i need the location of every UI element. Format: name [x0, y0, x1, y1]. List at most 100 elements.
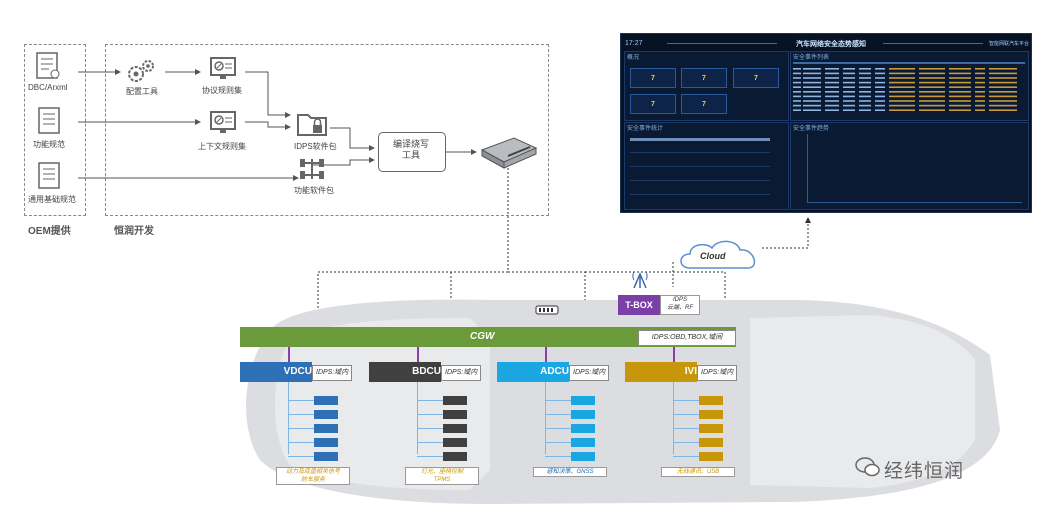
events-table-cell: [803, 95, 821, 98]
ecu-1-branch: [417, 442, 443, 443]
events-table-cell: [793, 95, 801, 98]
events-table-cell: [793, 109, 801, 111]
events-table-cell: [875, 81, 885, 84]
events-table-cell: [803, 77, 821, 79]
events-table-cell: [843, 91, 855, 93]
ecu-1-branch: [417, 428, 443, 429]
events-table-cell: [919, 86, 945, 88]
events-table-cell: [975, 104, 985, 107]
events-table-cell: [875, 86, 885, 88]
events-table-cell: [919, 81, 945, 84]
events-table-cell: [949, 109, 971, 111]
ecu-3-node: [699, 424, 723, 433]
events-table-cell: [859, 91, 871, 93]
ecu-0-subnet-line: [288, 382, 289, 454]
ecu-2-node: [571, 396, 595, 405]
events-table-cell: [889, 91, 915, 93]
events-table-cell: [859, 68, 871, 70]
ecu-2-branch: [545, 400, 571, 401]
events-table-cell: [803, 72, 821, 75]
ecu-0-block: VDCU: [240, 362, 312, 382]
events-table-cell: [825, 104, 839, 107]
events-table-cell: [859, 104, 871, 107]
events-table-cell: [843, 109, 855, 111]
ecu-3-node: [699, 452, 723, 461]
cgw-label: CGW: [470, 331, 495, 342]
cgw-idps-tag: IDPS:OBD,TBOX,域间: [638, 330, 736, 346]
input-base-spec-label: 通用基础规范: [28, 195, 76, 204]
events-table-cell: [859, 77, 871, 79]
ecu-0-bus-link: [288, 347, 290, 362]
events-table-cell: [875, 68, 885, 70]
events-table-cell: [803, 109, 821, 111]
events-table-cell: [875, 95, 885, 98]
events-table-cell: [843, 72, 855, 75]
trend-baseline: [807, 202, 1022, 203]
events-table-cell: [803, 86, 821, 88]
ecu-3-node: [699, 410, 723, 419]
input-spec-label: 功能规范: [33, 140, 65, 149]
tbox-block: T-BOX: [618, 295, 660, 315]
ecu-1-branch: [417, 456, 443, 457]
events-table-cell: [825, 68, 839, 70]
base-spec-document-icon: [37, 162, 61, 195]
config-tool-label: 配置工具: [126, 87, 158, 96]
ecu-1-idps-tag: IDPS:域内: [441, 365, 482, 381]
dashboard-top-right: 智能网联汽车平台: [989, 41, 1030, 47]
events-table-cell: [825, 77, 839, 79]
events-table-cell: [875, 104, 885, 107]
ecu-2-node: [571, 452, 595, 461]
ecu-0-branch: [288, 428, 314, 429]
ecu-1-node: [443, 424, 467, 433]
stats-line-4: [630, 194, 770, 195]
ecu-3-branch: [673, 414, 699, 415]
ecu-3-idps-tag: IDPS:域内: [697, 365, 738, 381]
overview-panel-title: 概况: [627, 55, 640, 61]
events-table-cell: [843, 77, 855, 79]
events-table-cell: [989, 91, 1017, 93]
events-table-cell: [793, 86, 801, 88]
events-table-cell: [919, 109, 945, 111]
dashboard-title: 汽车网络安全态势感知: [796, 41, 866, 48]
ecu-1-subnet-line: [417, 382, 418, 454]
events-table-cell: [803, 104, 821, 107]
ecu-1-name: BDCU: [412, 366, 441, 377]
events-table-cell: [889, 100, 915, 102]
oem-label: OEM提供: [28, 226, 71, 237]
ecu-2-idps-tag: IDPS:域内: [569, 365, 610, 381]
ecu-hardware-icon: [478, 134, 538, 175]
spec-document-icon: [37, 107, 61, 140]
events-table-cell: [843, 68, 855, 70]
ecu-0-branch: [288, 456, 314, 457]
events-table-cell: [803, 68, 821, 70]
events-table-cell: [919, 91, 945, 93]
events-table-cell: [919, 68, 945, 70]
chassis-icon: [299, 156, 325, 187]
kpi-card-1: 7: [630, 68, 676, 88]
events-table-cell: [919, 95, 945, 98]
events-table-cell: [875, 100, 885, 102]
ecu-3-subnet-line: [673, 382, 674, 454]
car-silhouette: [246, 299, 1001, 504]
events-table-cell: [975, 77, 985, 79]
events-table-cell: [875, 91, 885, 93]
ecu-2-node: [571, 410, 595, 419]
events-table-cell: [975, 91, 985, 93]
ecu-2-branch: [545, 428, 571, 429]
events-table-cell: [975, 100, 985, 102]
events-table-cell: [919, 104, 945, 107]
events-table-cell: [889, 68, 915, 70]
events-table-cell: [803, 81, 821, 84]
ecu-0-name: VDCU: [283, 366, 312, 377]
events-table-cell: [875, 72, 885, 75]
ecu-2-node: [571, 438, 595, 447]
ecu-2-name: ADCU: [540, 366, 569, 377]
events-table-cell: [989, 68, 1017, 70]
events-table-cell: [975, 86, 985, 88]
events-table-cell: [889, 104, 915, 107]
events-table-cell: [793, 81, 801, 84]
events-table-cell: [949, 91, 971, 93]
events-table-cell: [843, 86, 855, 88]
events-table-cell: [825, 109, 839, 111]
events-table-cell: [949, 95, 971, 98]
